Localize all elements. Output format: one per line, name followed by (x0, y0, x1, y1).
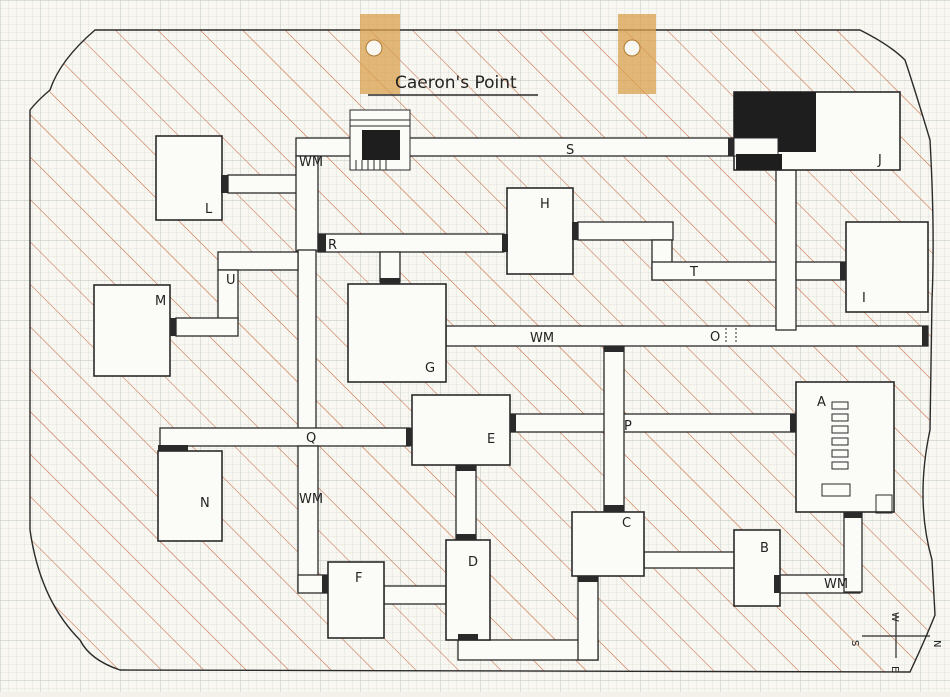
cavern-outline (29, 29, 936, 673)
room-c[interactable] (571, 511, 645, 577)
room-labels: A B C D E F G H I J L M N (155, 153, 882, 586)
compass-s: S (849, 640, 860, 646)
corridor-u-label: U (226, 273, 236, 288)
room-a-fixtures (821, 401, 893, 514)
doors (158, 138, 928, 640)
corridor-wm-upper (295, 155, 319, 252)
corridor-u-top (217, 251, 299, 271)
room-e-label: E (487, 432, 495, 447)
room-i-label: I (862, 291, 866, 306)
corridor-labels: S R T U Q P O (226, 143, 720, 446)
room-g-label: G (425, 361, 435, 376)
compass-n: N (931, 640, 942, 647)
room-f[interactable] (327, 561, 385, 639)
room-e[interactable] (411, 394, 511, 466)
corridor-right-spine (775, 169, 797, 331)
room-c-label: C (622, 516, 631, 531)
corridor-p-band (509, 413, 796, 433)
corridor-q-label: Q (306, 431, 316, 446)
room-b[interactable] (733, 529, 781, 607)
room-h[interactable] (506, 187, 574, 275)
room-d[interactable] (445, 539, 491, 641)
compass-rose: N S E W (849, 612, 942, 672)
corridor-p-label: P (624, 419, 632, 434)
corridor-u-to-m (175, 317, 239, 337)
room-a-label: A (817, 395, 826, 410)
corridors (159, 137, 929, 661)
corridor-spine-mid (297, 249, 317, 431)
punch-hole-right (623, 39, 641, 57)
room-m-label: M (155, 294, 166, 309)
room-h-label: H (540, 197, 550, 212)
corridor-f-to-d (383, 585, 447, 605)
wm-label-upper: WM (299, 155, 323, 170)
room-b-label: B (760, 541, 769, 556)
corridor-r-to-g (379, 251, 401, 283)
corridor-t-label: T (689, 265, 698, 280)
room-j-label: J (877, 153, 882, 168)
room-g[interactable] (347, 283, 447, 383)
corridor-wm-main (445, 325, 929, 347)
room-j-stair-dark (736, 154, 782, 170)
staircase (349, 109, 411, 171)
corridor-e-to-d (455, 464, 477, 541)
corridor-wm-lower (297, 445, 319, 592)
wm-label-b-a: WM (824, 577, 848, 592)
corridor-t-band (651, 261, 781, 281)
corridor-h-t (577, 221, 674, 241)
room-f-label: F (355, 571, 362, 586)
corridor-r-label: R (328, 238, 337, 253)
corridor-o-label: O (710, 330, 720, 345)
room-i[interactable] (845, 221, 929, 313)
wm-label-main: WM (530, 331, 554, 346)
corridor-c-down (577, 575, 599, 661)
corridor-c-to-b (643, 551, 737, 569)
corridor-d-to-c-bottom (457, 639, 599, 661)
corridor-s-label: S (566, 143, 574, 158)
wm-labels: WM WM WM WM (299, 155, 848, 592)
punch-hole-left (365, 39, 383, 57)
corridor-r-band (317, 233, 505, 253)
room-n[interactable] (157, 450, 223, 542)
room-n-label: N (200, 496, 210, 511)
corridor-l-link (227, 174, 301, 194)
compass-w: W (889, 612, 900, 622)
corridor-o-marks (725, 328, 737, 344)
room-l-label: L (205, 202, 213, 217)
compass-e: E (889, 666, 900, 672)
corridor-q-band (159, 427, 411, 447)
corridor-p-vert (603, 345, 625, 512)
wm-label-lower: WM (299, 492, 323, 507)
room-d-label: D (468, 555, 478, 570)
room-j-entry (733, 137, 779, 157)
map-title: Caeron's Point (395, 73, 517, 93)
corridor-to-i (795, 261, 847, 281)
